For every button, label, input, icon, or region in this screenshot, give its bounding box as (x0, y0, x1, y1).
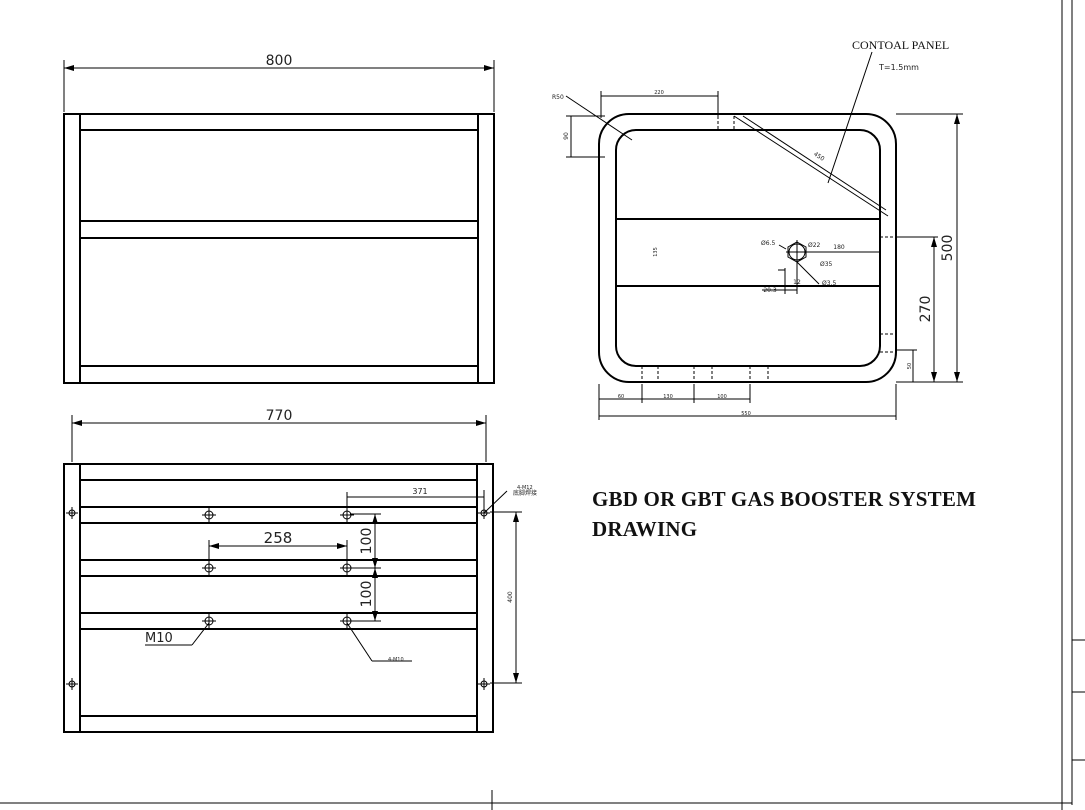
thickness-label: T=1.5mm (878, 63, 919, 72)
hole-mark (340, 508, 354, 522)
note-right-cn: 底脚焊接 (513, 489, 537, 497)
hole-mark (66, 507, 78, 519)
hole-mark (478, 678, 490, 690)
dim-12: 12 (793, 279, 801, 286)
hole-mark (340, 614, 354, 628)
hole-mark (478, 507, 490, 519)
bottom-dim-100: 100 (717, 394, 727, 400)
hole-mark (66, 678, 78, 690)
hole-mark (202, 561, 216, 575)
band-height: 135 (653, 247, 659, 257)
offset-dim: 371 (412, 487, 427, 496)
hole-mark (202, 614, 216, 628)
drawing-title-line-2: DRAWING (592, 517, 698, 541)
row-spacing-dim-2: 100 (359, 581, 375, 608)
vertical-span-dim: 400 (507, 591, 514, 603)
height-500: 500 (940, 235, 956, 262)
height-270: 270 (918, 296, 934, 323)
bolt-size-label: M10 (145, 631, 173, 646)
hole-dim-3: Ø35 (820, 261, 833, 268)
drawing-title-line-1: GBD OR GBT GAS BOOSTER SYSTEM (592, 487, 977, 511)
row-spacing-dim-1: 100 (359, 528, 375, 555)
note-right: 4-M12 (517, 485, 533, 491)
front-view (63, 60, 495, 384)
hole-spacing-dim: 258 (264, 529, 293, 547)
total-width-dim: 550 (741, 411, 751, 417)
base-view (63, 415, 522, 733)
side-view (565, 51, 963, 420)
bottom-dim-60: 60 (618, 394, 624, 400)
right-small-dim: 50 (907, 363, 913, 369)
panel-label: CONTOAL PANEL (852, 38, 949, 52)
bottom-dim-130: 130 (663, 394, 673, 400)
hole-mark (202, 508, 216, 522)
base-width-dim: 770 (266, 408, 293, 424)
hole-dim-4: Ø3.5 (822, 280, 836, 287)
base-holes (66, 507, 490, 690)
diag-dim: 450 (812, 151, 826, 163)
offset-180: 180 (833, 244, 845, 251)
top-dim: 220 (654, 90, 664, 96)
hole-dim-1: Ø6.5 (761, 240, 775, 247)
drawing-title: GBD OR GBT GAS BOOSTER SYSTEM DRAWING (592, 484, 976, 544)
hole-dim-2: Ø22 (808, 242, 821, 249)
radius-label: R50 (552, 94, 564, 101)
left-dim: 90 (563, 132, 570, 140)
hole-mark (340, 561, 354, 575)
dim-20-3: 20.3 (763, 287, 777, 294)
front-width-dim: 800 (266, 53, 293, 69)
note-bottom: 4-M10 (388, 657, 404, 663)
